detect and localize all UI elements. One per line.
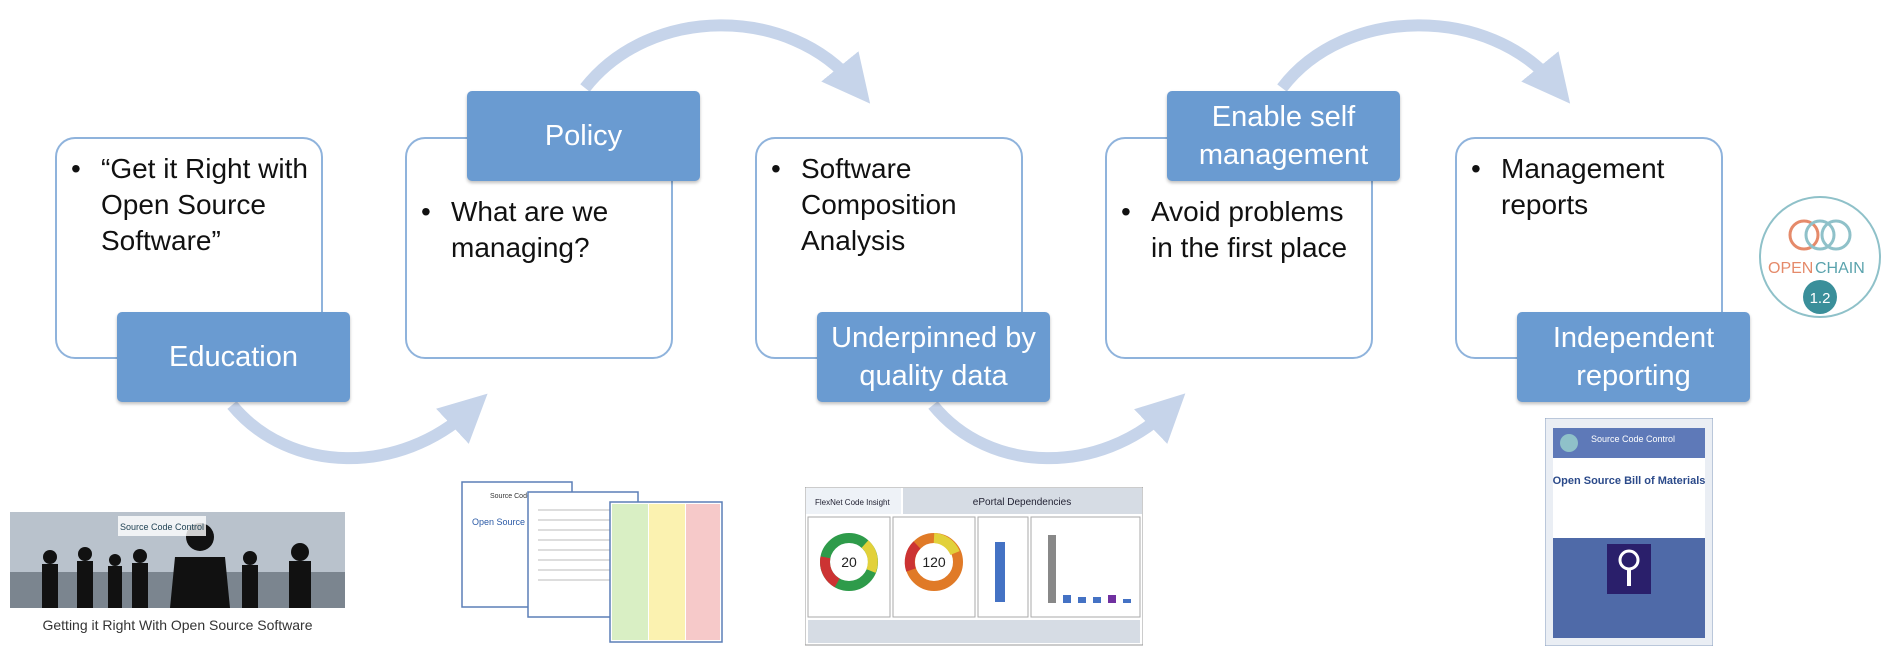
policy-document-stack: Source Code Control Open Source Software…	[461, 481, 723, 643]
stage-card-education: “Get it Right with Open Source Software”	[55, 137, 323, 359]
policy-doc-brand: Source Code Control	[490, 493, 556, 500]
education-image: Source Code Control	[10, 512, 345, 608]
education-image-brand: Source Code Control	[120, 522, 204, 532]
stage-label-policy: Policy	[467, 91, 700, 181]
stage-bullet: “Get it Right with Open Source Software”	[71, 151, 311, 259]
dashboard-title: ePortal Dependencies	[973, 497, 1071, 508]
arrow-education-to-policy	[227, 393, 488, 465]
dashboard-brand: FlexNet Code Insight	[815, 498, 890, 507]
business-people-silhouettes: Source Code Control	[10, 512, 345, 608]
sbom-title-line: Open Source Bill of Materials	[1553, 475, 1706, 487]
dashboard-inventory-value: 20	[841, 554, 857, 570]
openchain-open-text: OPEN	[1768, 260, 1813, 277]
policy-documents-image: Source Code Control Open Source Software…	[460, 480, 725, 645]
education-caption: Getting it Right With Open Source Softwa…	[42, 617, 313, 633]
openchain-logo: OPEN CHAIN 1.2	[1759, 196, 1881, 318]
stage-bullet: Avoid problems in the first place	[1121, 194, 1361, 266]
arrow-policy-to-analysis	[580, 19, 871, 104]
stage-bullet: What are we managing?	[421, 194, 661, 266]
arrow-self-management-to-reporting	[1277, 19, 1571, 104]
openchain-version: 1.2	[1810, 290, 1831, 307]
stage-label-self-management: Enable self management	[1167, 91, 1400, 181]
stage-label-education: Education	[117, 312, 350, 402]
sbom-brand: Source Code Control	[1591, 434, 1675, 444]
stage-bullet: Software Composition Analysis	[771, 151, 1011, 259]
sbom-report-image: Source Code Control Open Source Bill of …	[1544, 417, 1714, 647]
stage-label-quality-data: Underpinned by quality data	[817, 312, 1050, 402]
dependency-dashboard: FlexNet Code Insight ePortal Dependencie…	[804, 486, 1144, 646]
dashboard-vuln-value: 120	[922, 554, 946, 570]
sbom-report-cover: Source Code Control Open Source Bill of …	[1544, 417, 1714, 647]
stage-bullet: Management reports	[1471, 151, 1711, 223]
openchain-chain-text: CHAIN	[1815, 260, 1865, 277]
arrow-analysis-to-self-management	[928, 393, 1186, 465]
stage-label-reporting: Independent reporting	[1517, 312, 1750, 402]
dashboard-image: FlexNet Code Insight ePortal Dependencie…	[804, 486, 1144, 647]
